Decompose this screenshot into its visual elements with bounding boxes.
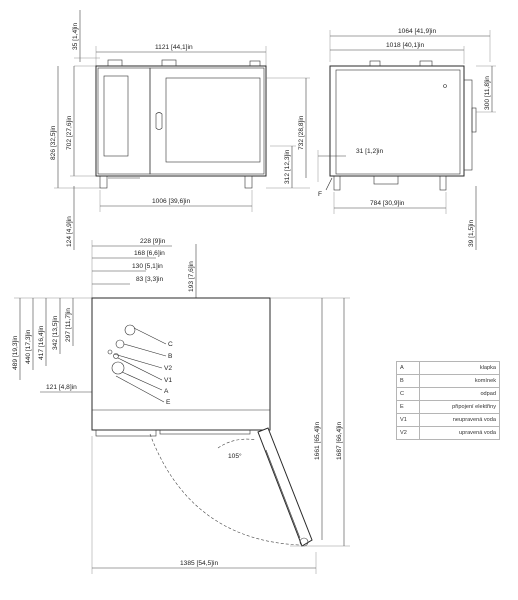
plan-dim-v5: 297 [11,7]in <box>65 308 72 342</box>
plan-dim-v3: 417 [16,4]in <box>38 325 45 360</box>
front-dim-body-height: 702 [27,6]in <box>66 115 73 150</box>
front-dim-top-offset: 35 [1,4]in <box>72 23 79 50</box>
side-dim-feet-width: 784 [30,9]in <box>370 200 405 207</box>
legend-row: V2 upravená voda <box>396 426 500 440</box>
plan-label-v2: V2 <box>164 365 172 372</box>
front-dim-top-width: 1121 [44,1]in <box>155 44 193 51</box>
legend-key: B <box>396 374 420 388</box>
plan-dim-v4: 342 [13,5]in <box>52 315 59 350</box>
legend-value: neupravená voda <box>419 413 500 427</box>
legend-row: V1 neupravená voda <box>396 413 500 427</box>
legend-row: B komínek <box>396 374 500 388</box>
side-label-f: F <box>318 191 322 198</box>
plan-dim-h4: 83 [3,3]in <box>136 276 163 283</box>
plan-dim-left-small: 121 [4,8]in <box>46 384 77 391</box>
plan-dim-v1: 489 [19,3]in <box>12 335 19 370</box>
side-dim-foot: 39 [1,5]in <box>468 220 475 247</box>
plan-view: 228 [9]in 168 [6,6]in 130 [5,1]in 83 [3,… <box>12 238 350 574</box>
plan-dim-v2: 440 [17,3]in <box>25 329 32 364</box>
side-view: 1064 [41,9]in 1018 [40,1]in 300 [11,8]in… <box>317 28 496 250</box>
side-dim-connector: 31 [1,2]in <box>356 148 383 155</box>
plan-dim-h1: 228 [9]in <box>140 238 166 245</box>
legend-value: klapka <box>419 361 500 375</box>
legend-key: E <box>396 400 420 414</box>
front-dim-total-height: 826 [32,5]in <box>50 125 57 160</box>
legend-key: C <box>396 387 420 401</box>
plan-dim-h2: 168 [6,6]in <box>134 250 165 257</box>
legend-value: odpad <box>419 387 500 401</box>
legend-table: A klapka B komínek C odpad E připojení e… <box>396 361 500 440</box>
legend-value: upravená voda <box>419 426 500 440</box>
side-dim-body-width: 1018 [40,1]in <box>386 42 424 49</box>
plan-label-b: B <box>168 353 173 360</box>
plan-dim-depth-1: 1661 [65,4]in <box>314 422 321 460</box>
plan-dim-angle: 105° <box>228 452 242 460</box>
front-dim-door-height: 732 [28,8]in <box>298 115 305 150</box>
front-dim-feet-height: 124 [4,9]in <box>66 216 73 247</box>
plan-dim-h3: 130 [5,1]in <box>132 263 163 270</box>
legend-row: A klapka <box>396 361 500 375</box>
plan-label-a: A <box>164 388 169 395</box>
legend-key: V1 <box>396 413 420 427</box>
legend-value: připojení elektřiny <box>419 400 500 414</box>
legend-key: V2 <box>396 426 420 440</box>
legend-value: komínek <box>419 374 500 388</box>
plan-dim-v-right: 193 [7,6]in <box>188 261 195 292</box>
plan-label-v1: V1 <box>164 377 172 384</box>
front-view: 1121 [44,1]in 35 [1,4]in 826 [32,5]in 70… <box>50 10 310 250</box>
front-dim-feet-width: 1006 [39,6]in <box>152 198 190 205</box>
legend-key: A <box>396 361 420 375</box>
plan-label-c: C <box>168 341 173 348</box>
plan-label-e: E <box>166 399 171 406</box>
side-dim-right-height: 300 [11,8]in <box>484 76 491 110</box>
front-dim-right-low: 312 [12,3]in <box>284 149 291 184</box>
plan-dim-depth-2: 1687 [66,4]in <box>336 422 343 460</box>
plan-dim-bottom-width: 1385 [54,5]in <box>180 560 218 567</box>
legend-row: E připojení elektřiny <box>396 400 500 414</box>
side-dim-total-width: 1064 [41,9]in <box>398 28 436 35</box>
legend-row: C odpad <box>396 387 500 401</box>
